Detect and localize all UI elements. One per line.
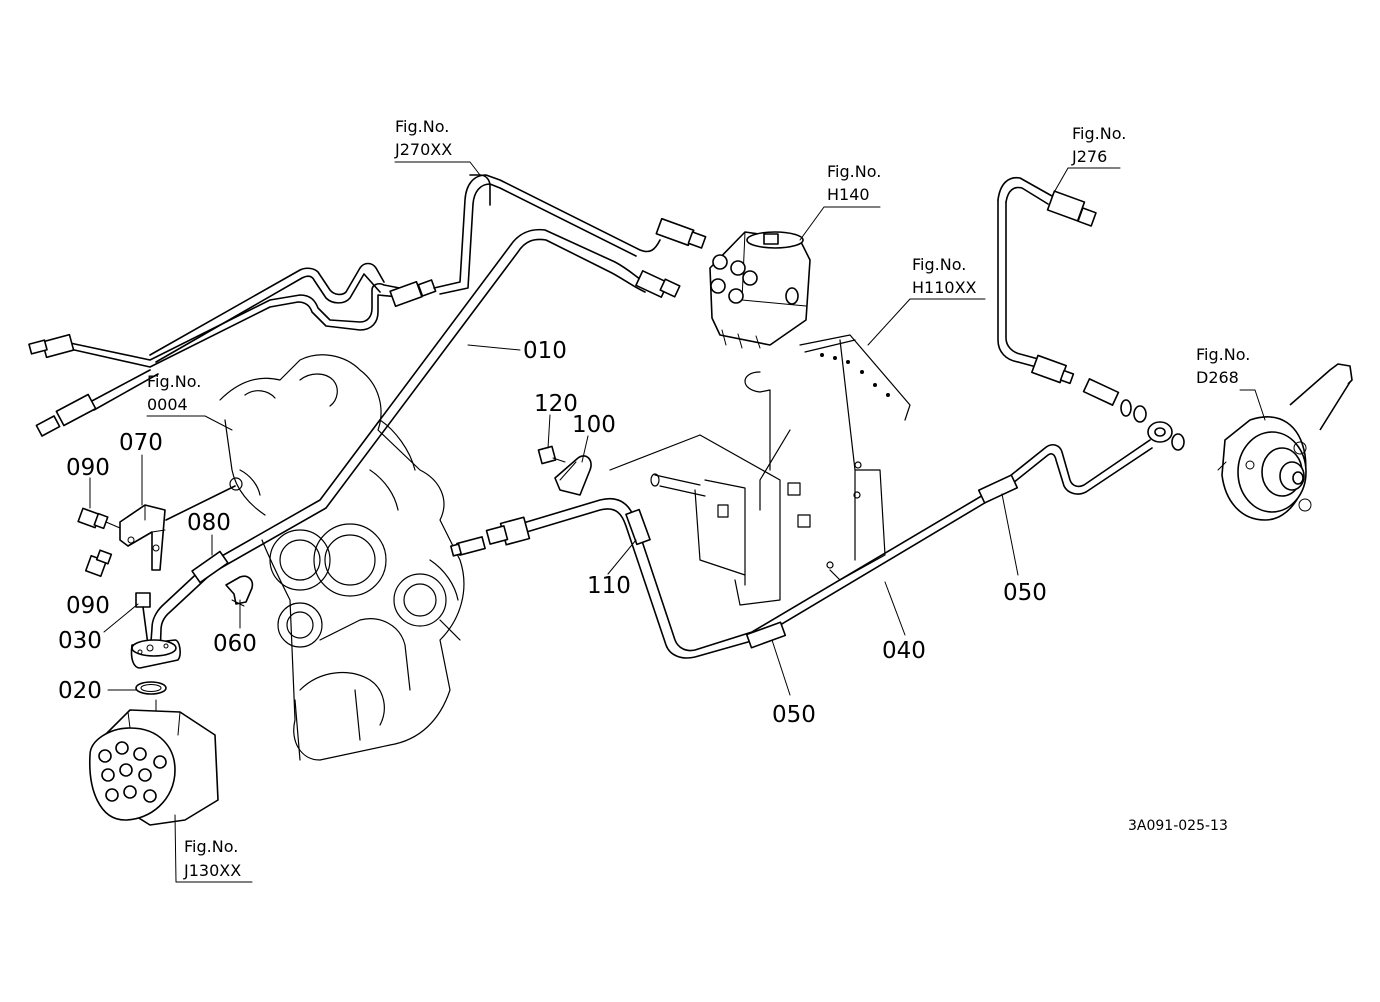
- engine-block-outline: [219, 354, 465, 761]
- fig-ref-j130-code: J130XX: [183, 861, 241, 880]
- callout-080-label: 080: [187, 510, 231, 536]
- callout-010-label: 010: [523, 338, 567, 364]
- fig-ref-h140-code: H140: [827, 185, 870, 204]
- fig-ref-j276-code: J276: [1071, 147, 1107, 166]
- callout-020-label: 020: [58, 678, 102, 704]
- callout-100-label: 100: [572, 412, 616, 438]
- fig-ref-j276-label: Fig.No.: [1072, 124, 1126, 143]
- callout-080: 080: [187, 510, 231, 556]
- fig-ref-j270: Fig.No. J270XX: [394, 117, 481, 176]
- bolt-090-lower: [84, 549, 113, 578]
- fig-ref-h140: Fig.No. H140: [799, 162, 881, 241]
- o-ring-020: [135, 681, 167, 695]
- callout-050-lower-label: 050: [772, 702, 816, 728]
- line-j276: [997, 176, 1147, 423]
- pump-unit-j130: [89, 709, 219, 826]
- fig-ref-d268-code: D268: [1196, 368, 1239, 387]
- callout-030-label: 030: [58, 628, 102, 654]
- callout-020: 020: [58, 678, 137, 704]
- callout-050-right-label: 050: [1003, 580, 1047, 606]
- clamp-100: [554, 455, 592, 496]
- upper-return-lines: [28, 174, 707, 437]
- callout-070: 070: [119, 430, 163, 506]
- callout-010: 010: [467, 338, 567, 364]
- callout-110-label: 110: [587, 573, 631, 599]
- fig-ref-d268: Fig.No. D268: [1196, 345, 1266, 421]
- fig-ref-h110-label: Fig.No.: [912, 255, 966, 274]
- callout-090-upper-label: 090: [66, 455, 110, 481]
- cylinder-d268: [1217, 363, 1353, 521]
- callout-060: 060: [213, 599, 257, 657]
- callout-030: 030: [58, 603, 139, 654]
- callout-110: 110: [587, 539, 637, 599]
- fitting-030: [135, 592, 151, 646]
- pipe-040: [450, 421, 1185, 659]
- fig-ref-j270-code: J270XX: [394, 140, 452, 159]
- callout-040: 040: [882, 581, 926, 664]
- callout-070-label: 070: [119, 430, 163, 456]
- fig-ref-d268-label: Fig.No.: [1196, 345, 1250, 364]
- fig-ref-j130: Fig.No. J130XX: [174, 814, 253, 883]
- fig-ref-h110-code: H110XX: [912, 278, 977, 297]
- callout-050-right: 050: [1001, 493, 1047, 606]
- callout-040-label: 040: [882, 638, 926, 664]
- callout-090-lower: 090: [66, 593, 110, 619]
- bracket-070: [119, 485, 236, 571]
- fig-ref-0004-code: 0004: [147, 395, 188, 414]
- bolt-120: [537, 445, 566, 465]
- callout-090-upper: 090: [66, 455, 110, 509]
- fig-ref-j130-label: Fig.No.: [184, 837, 238, 856]
- fig-ref-0004: Fig.No. 0004: [146, 372, 233, 431]
- callout-100: 100: [572, 412, 616, 463]
- pipe-flange: [130, 639, 181, 669]
- steering-unit-h140: [709, 231, 811, 349]
- fig-ref-0004-label: Fig.No.: [147, 372, 201, 391]
- fig-ref-h110: Fig.No. H110XX: [867, 255, 986, 346]
- fig-ref-j270-label: Fig.No.: [395, 117, 449, 136]
- callout-060-label: 060: [213, 631, 257, 657]
- callout-050-lower: 050: [771, 639, 816, 728]
- pipe-010: [149, 228, 681, 656]
- callout-120: 120: [534, 391, 578, 449]
- callout-090-lower-label: 090: [66, 593, 110, 619]
- fig-ref-h140-label: Fig.No.: [827, 162, 881, 181]
- bracket-plate-h110: [609, 334, 911, 606]
- fig-ref-j276: Fig.No. J276: [1051, 124, 1126, 197]
- drawing-code: 3A091-025-13: [1128, 818, 1228, 834]
- callout-120-label: 120: [534, 391, 578, 417]
- bolt-090-upper: [77, 507, 121, 530]
